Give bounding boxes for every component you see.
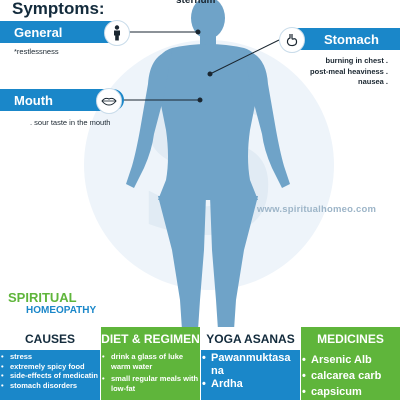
- lips-icon: [96, 88, 122, 114]
- list-item: Pawanmuktasa na: [201, 352, 300, 378]
- stomach-symptom: nausea .: [357, 77, 388, 86]
- list-item: extremely spicy food: [0, 362, 100, 372]
- diet-panel: DIET & REGIMEN drink a glass of luke war…: [101, 327, 200, 400]
- list-item: Ardha: [201, 378, 300, 391]
- stomach-symptom: burning in chest .: [325, 56, 388, 65]
- list-item: drink a glass of luke warm water: [101, 352, 200, 371]
- stomach-symptom-list: burning in chest . post-meal heaviness .…: [310, 56, 388, 88]
- yoga-panel: YOGA ASANAS Pawanmuktasa na Ardha: [201, 327, 300, 400]
- body-right-arm: [244, 50, 290, 188]
- sternum-label: sternum: [176, 0, 216, 6]
- page-title: Symptoms:: [12, 0, 105, 18]
- list-item: calcarea carb: [301, 368, 400, 384]
- general-connector-dot: [195, 29, 201, 35]
- medicines-list: Arsenic Alb calcarea carb capsicum: [301, 352, 400, 400]
- brand-logo: SPIRITUAL HOMEOPATHY: [8, 291, 96, 317]
- medicines-panel: MEDICINES Arsenic Alb calcarea carb caps…: [301, 327, 400, 400]
- list-item: stress: [0, 352, 100, 362]
- body-left-leg: [158, 196, 206, 330]
- list-item: stomach disorders: [0, 381, 100, 391]
- list-item: side-effects of medicatin: [0, 371, 100, 381]
- stomach-connector-dot: [207, 71, 213, 77]
- yoga-title: YOGA ASANAS: [201, 327, 300, 352]
- stomach-symptom: post-meal heaviness .: [310, 66, 388, 76]
- brand-line-2: HOMEOPATHY: [26, 305, 97, 316]
- stomach-connector: [209, 39, 280, 75]
- causes-panel: CAUSES stress extremely spicy food side-…: [0, 327, 100, 400]
- mouth-symptom: . sour taste in the mouth: [30, 118, 111, 127]
- diet-list: drink a glass of luke warm water small r…: [101, 352, 200, 393]
- general-symptom: *restlessness: [14, 47, 59, 56]
- diet-title: DIET & REGIMEN: [101, 327, 200, 352]
- body-right-leg: [210, 196, 258, 330]
- medicines-title: MEDICINES: [301, 327, 400, 352]
- body-left-arm: [126, 50, 172, 188]
- list-item: Arsenic Alb: [301, 352, 400, 368]
- general-label: General: [14, 24, 63, 40]
- causes-list: stress extremely spicy food side-effects…: [0, 352, 100, 390]
- watermark-url: www.spiritualhomeo.com: [257, 204, 377, 215]
- stomach-label: Stomach: [324, 31, 379, 47]
- person-icon: [104, 20, 130, 46]
- general-pill: General: [0, 21, 128, 43]
- brand-line-1: SPIRITUAL: [8, 290, 77, 305]
- list-item: small regular meals with low-fat: [101, 374, 200, 393]
- causes-title: CAUSES: [0, 327, 100, 352]
- mouth-connector-dot: [197, 97, 203, 103]
- yoga-list: Pawanmuktasa na Ardha: [201, 352, 300, 391]
- stomach-icon: [279, 27, 305, 53]
- mouth-label: Mouth: [14, 92, 53, 108]
- body-head: [191, 0, 225, 39]
- list-item: capsicum: [301, 384, 400, 400]
- mouth-pill: Mouth: [0, 89, 124, 111]
- body-torso: [154, 44, 262, 200]
- stomach-pill: Stomach: [288, 28, 400, 50]
